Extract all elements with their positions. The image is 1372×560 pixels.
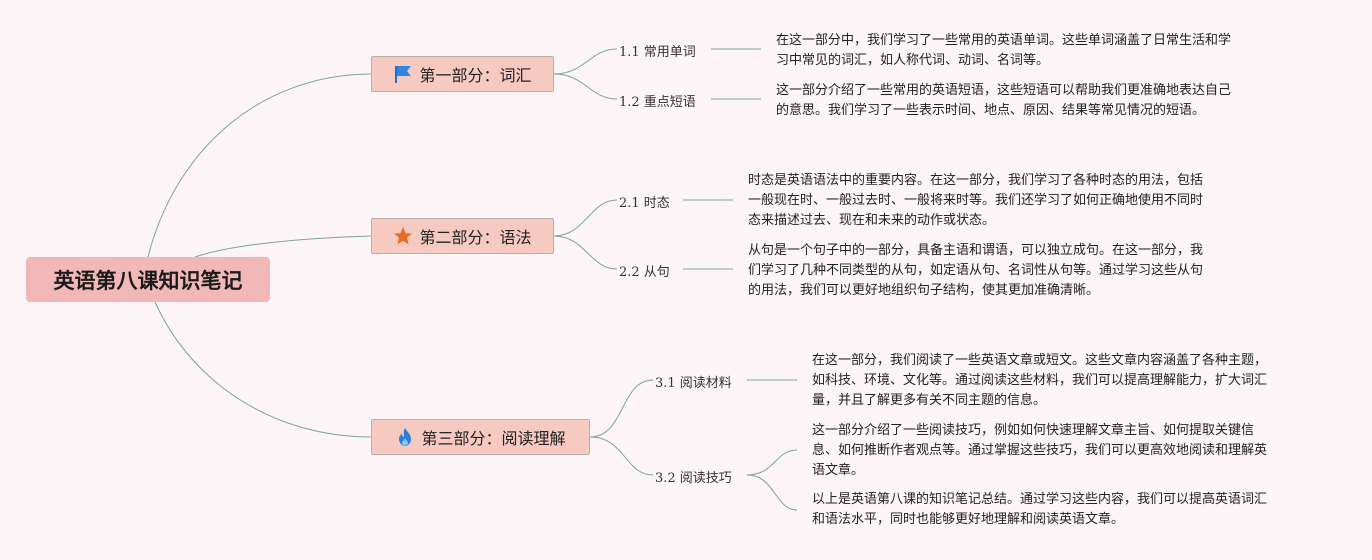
connector-root-s1 [147, 73, 373, 258]
subtopic-2-2[interactable]: 2.2 从句 [619, 265, 670, 280]
flag-icon [393, 64, 413, 84]
desc-line: 息、如何推断作者观点等。通过掌握这些技巧，我们可以更高效地阅读和理解英 [812, 443, 1268, 458]
desc-1-2[interactable]: 这一部分介绍了一些常用的英语短语，这些短语可以帮助我们更准确地表达自己 的意思。… [776, 81, 1231, 121]
desc-line: 们学习了几种不同类型的从句，如定语从句、名词性从句等。通过学习这些从句 [748, 263, 1204, 278]
subtopic-3-1[interactable]: 3.1 阅读材料 [655, 376, 732, 391]
desc-line: 的意思。我们学习了一些表示时间、地点、原因、结果等常见情况的短语。 [776, 103, 1206, 118]
connector-s3-sub1 [589, 379, 654, 438]
desc-line: 这一部分介绍了一些常用的英语短语，这些短语可以帮助我们更准确地表达自己 [776, 83, 1232, 98]
desc-line: 如科技、环境、文化等。通过阅读这些材料，我们可以提高理解能力，扩大词汇 [812, 373, 1268, 388]
desc-line: 一般现在时、一般过去时、一般将来时等。我们还学习了如何正确地使用不同时 [748, 193, 1204, 208]
desc-line: 时态是英语语法中的重要内容。在这一部分，我们学习了各种时态的用法，包括 [748, 173, 1204, 188]
section-label: 第三部分：阅读理解 [421, 429, 566, 448]
desc-line: 在这一部分，我们阅读了一些英语文章或短文。这些文章内容涵盖了各种主题， [812, 353, 1268, 368]
desc-line: 在这一部分中，我们学习了一些常用的英语单词。这些单词涵盖了日常生活和学 [776, 33, 1232, 48]
section-label: 第一部分：词汇 [419, 66, 532, 85]
desc-line: 从句是一个句子中的一部分，具备主语和谓语，可以独立成句。在这一部分，我 [748, 243, 1204, 258]
connector-s2-sub1 [553, 199, 618, 237]
desc-2-2[interactable]: 从句是一个句子中的一部分，具备主语和谓语，可以独立成句。在这一部分，我 们学习了… [748, 241, 1203, 301]
desc-1-1[interactable]: 在这一部分中，我们学习了一些常用的英语单词。这些单词涵盖了日常生活和学 习中常见… [776, 31, 1231, 71]
section-grammar[interactable]: 第二部分：语法 [371, 218, 554, 254]
desc-line: 和语法水平，同时也能够更好地理解和阅读英语文章。 [812, 512, 1125, 527]
subtopic-3-2[interactable]: 3.2 阅读技巧 [655, 471, 732, 486]
connector-s2-sub2 [553, 235, 618, 270]
connector-root-s3 [154, 301, 373, 438]
connector-s1-sub2 [553, 73, 618, 100]
desc-3-1[interactable]: 在这一部分，我们阅读了一些英语文章或短文。这些文章内容涵盖了各种主题， 如科技、… [812, 351, 1267, 411]
connector-s3-sub2 [589, 436, 654, 476]
desc-line: 习中常见的词汇，如人称代词、动词、名词等。 [776, 53, 1050, 68]
root-topic[interactable]: 英语第八课知识笔记 [26, 257, 270, 302]
fire-icon [395, 427, 415, 447]
connector-root-s2 [194, 235, 373, 258]
subtopic-2-1[interactable]: 2.1 时态 [619, 196, 670, 211]
desc-line: 这一部分介绍了一些阅读技巧，例如如何快速理解文章主旨、如何提取关键信 [812, 423, 1255, 438]
desc-2-1[interactable]: 时态是英语语法中的重要内容。在这一部分，我们学习了各种时态的用法，包括 一般现在… [748, 171, 1203, 231]
subtopic-1-1[interactable]: 1.1 常用单词 [619, 45, 696, 60]
connector-sub32-desc1 [746, 449, 798, 476]
desc-line: 态来描述过去、现在和未来的动作或状态。 [748, 213, 996, 228]
desc-line: 量，并且了解更多有关不同主题的信息。 [812, 393, 1047, 408]
desc-line: 的用法，我们可以更好地组织句子结构，使其更加准确清晰。 [748, 283, 1100, 298]
section-vocabulary[interactable]: 第一部分：词汇 [371, 56, 554, 92]
section-label: 第二部分：语法 [419, 228, 532, 247]
star-icon [393, 226, 413, 246]
connector-s1-sub1 [553, 48, 618, 75]
section-reading[interactable]: 第三部分：阅读理解 [371, 419, 590, 455]
subtopic-1-2[interactable]: 1.2 重点短语 [619, 95, 696, 110]
connector-sub32-desc2 [746, 474, 798, 511]
desc-summary[interactable]: 以上是英语第八课的知识笔记总结。通过学习这些内容，我们可以提高英语词汇 和语法水… [812, 490, 1267, 530]
desc-line: 以上是英语第八课的知识笔记总结。通过学习这些内容，我们可以提高英语词汇 [812, 492, 1268, 507]
desc-3-2[interactable]: 这一部分介绍了一些阅读技巧，例如如何快速理解文章主旨、如何提取关键信 息、如何推… [812, 421, 1267, 481]
desc-line: 语文章。 [812, 463, 865, 478]
